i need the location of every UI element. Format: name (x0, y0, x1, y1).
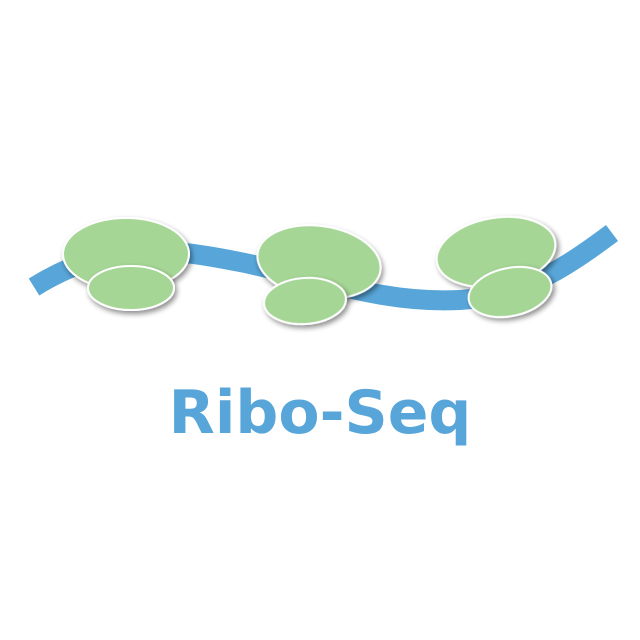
ribosome-2 (256, 224, 382, 326)
ribosome-1-small-subunit (87, 265, 175, 311)
ribosome-3-small-subunit (467, 265, 553, 319)
ribosome-2-small-subunit (263, 276, 347, 326)
ribosome-1 (62, 217, 190, 311)
ribosome-3 (435, 215, 557, 319)
logo-title: Ribo-Seq (168, 378, 472, 448)
